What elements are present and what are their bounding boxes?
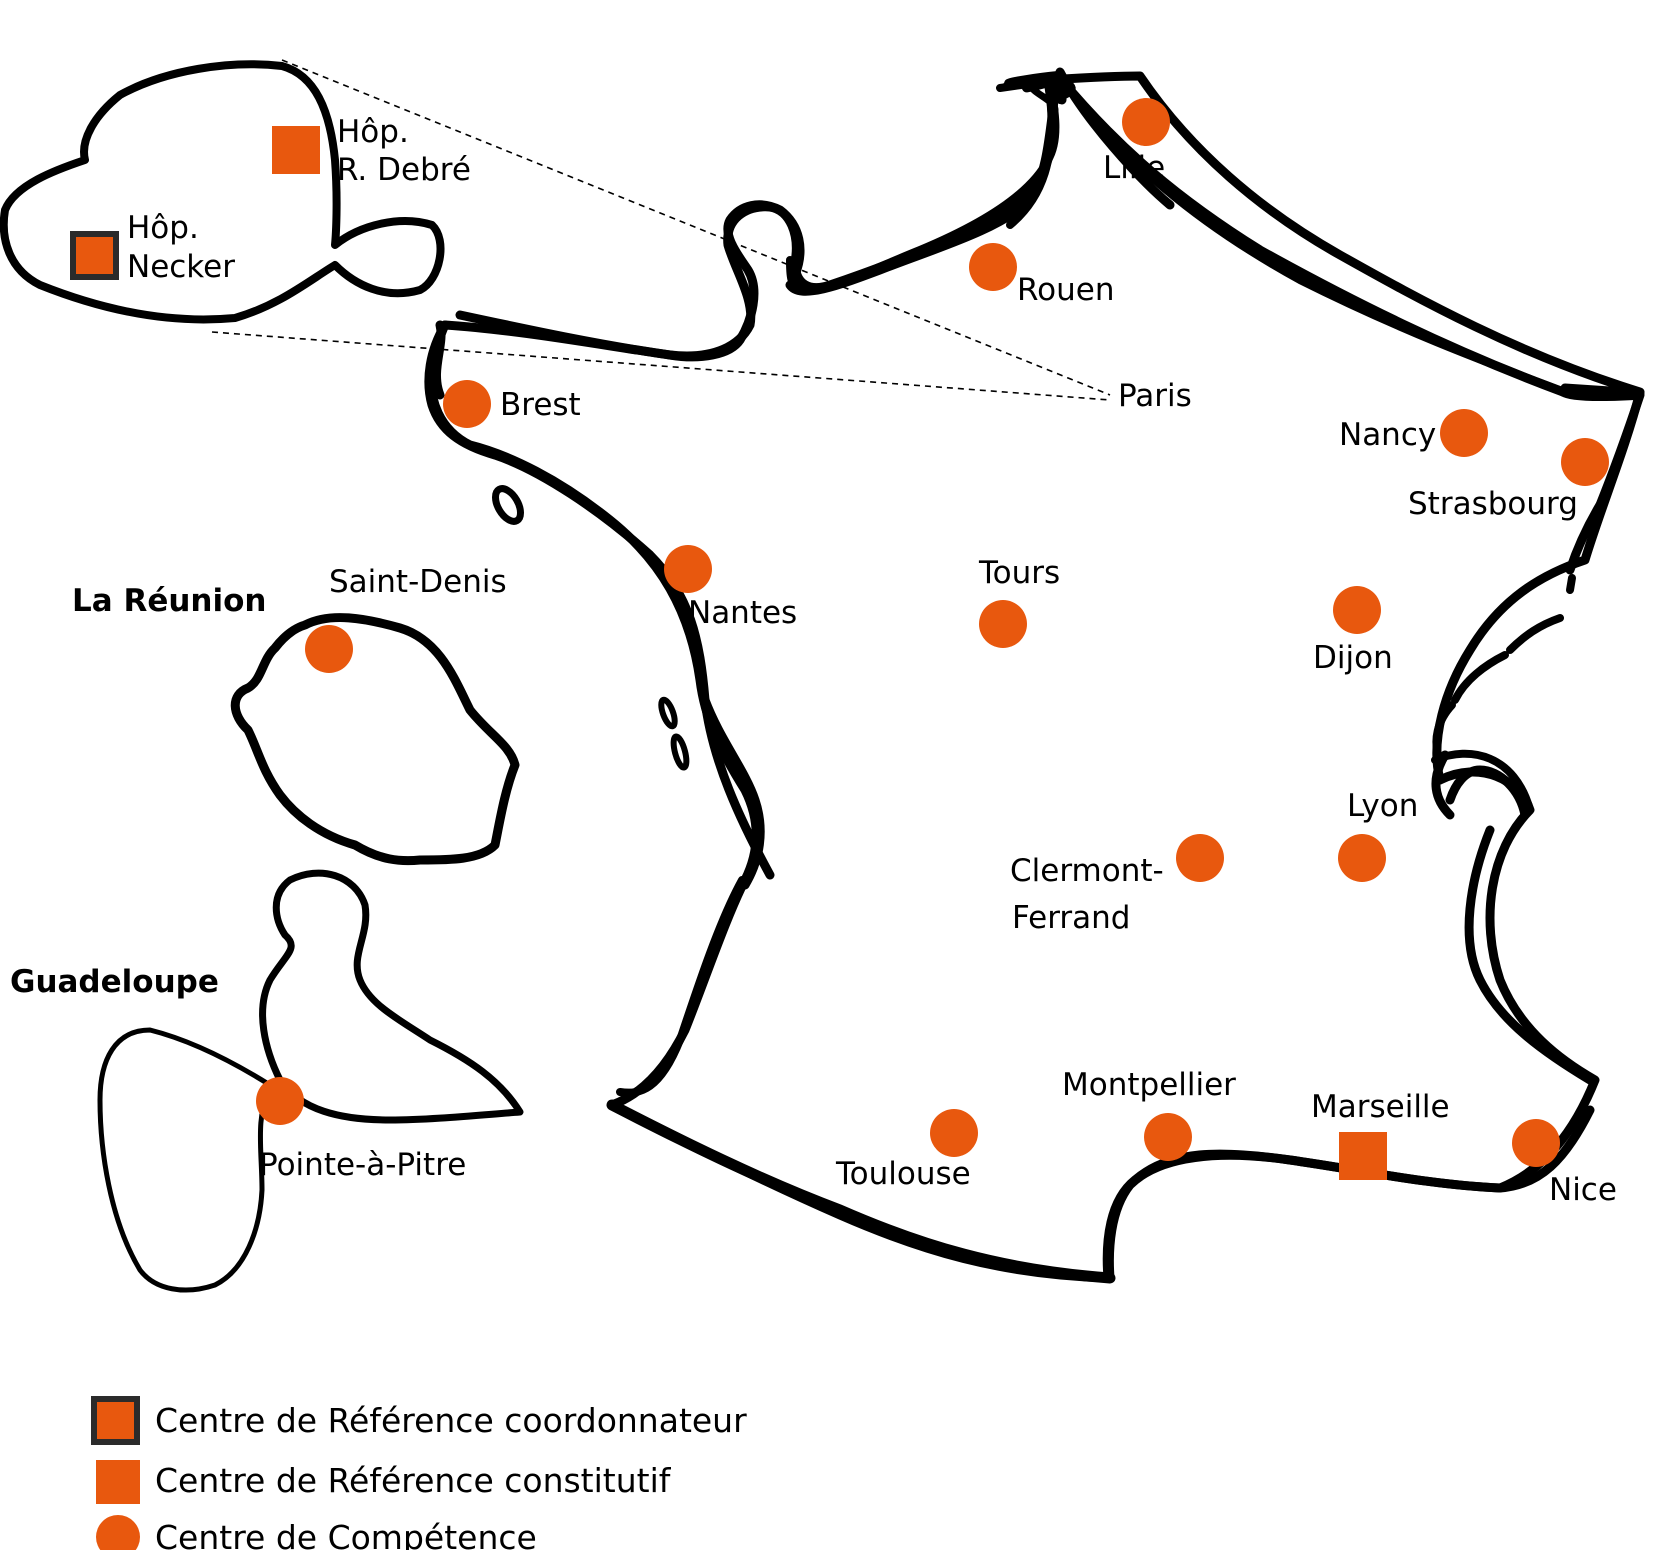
- competence-centers: [256, 98, 1609, 1167]
- marker-hop-necker[interactable]: [70, 231, 119, 280]
- guadeloupe-island-outline: [97, 869, 524, 1293]
- zoom-line-bottom: [211, 331, 1111, 401]
- label-nantes: Nantes: [688, 595, 797, 631]
- legend: Centre de Référence coordonnateur Centre…: [91, 1396, 747, 1550]
- marker-hop-r-debre[interactable]: [272, 126, 320, 174]
- label-necker-line2: Necker: [127, 249, 235, 285]
- marker-lille[interactable]: [1122, 98, 1170, 146]
- label-montpellier: Montpellier: [1062, 1067, 1236, 1103]
- legend-constituent-label: Centre de Référence constitutif: [155, 1461, 672, 1500]
- reference-centers: [70, 126, 1387, 1180]
- paris-inset-labels: Hôp. R. Debré Hôp. Necker: [127, 114, 471, 285]
- marker-strasbourg[interactable]: [1561, 438, 1609, 486]
- reunion-island-outline: [230, 613, 520, 866]
- marker-clermont-ferrand[interactable]: [1176, 834, 1224, 882]
- marker-lyon[interactable]: [1338, 834, 1386, 882]
- legend-coordinator-label: Centre de Référence coordonnateur: [155, 1401, 747, 1440]
- legend-competence-label: Centre de Compétence: [155, 1518, 537, 1550]
- label-paris: Paris: [1118, 378, 1192, 414]
- label-lyon: Lyon: [1347, 788, 1418, 824]
- label-guadeloupe: Guadeloupe: [10, 964, 219, 1000]
- label-strasbourg: Strasbourg: [1408, 486, 1578, 522]
- marker-brest[interactable]: [443, 380, 491, 428]
- label-debre-line2: R. Debré: [337, 152, 471, 188]
- label-saint-denis: Saint-Denis: [329, 564, 507, 600]
- label-nice: Nice: [1549, 1172, 1617, 1208]
- label-tours: Tours: [978, 555, 1060, 591]
- label-clermont-line2: Ferrand: [1012, 900, 1130, 936]
- marker-nice[interactable]: [1512, 1119, 1560, 1167]
- marker-montpellier[interactable]: [1144, 1113, 1192, 1161]
- france-coastline: [426, 71, 1645, 1283]
- label-debre-line1: Hôp.: [337, 114, 409, 150]
- label-la-reunion: La Réunion: [72, 583, 267, 619]
- city-labels: Lille Rouen Paris Brest Nancy Strasbourg…: [259, 150, 1617, 1208]
- label-nancy: Nancy: [1339, 417, 1436, 453]
- marker-rouen[interactable]: [969, 243, 1017, 291]
- label-dijon: Dijon: [1313, 640, 1393, 676]
- label-marseille: Marseille: [1311, 1089, 1450, 1125]
- marker-pointe-a-pitre[interactable]: [256, 1077, 304, 1125]
- legend-constituent-symbol: [96, 1460, 140, 1504]
- label-brest: Brest: [500, 387, 581, 423]
- marker-marseille[interactable]: [1339, 1132, 1387, 1180]
- label-rouen: Rouen: [1017, 272, 1114, 308]
- marker-nancy[interactable]: [1440, 409, 1488, 457]
- label-toulouse: Toulouse: [835, 1156, 971, 1192]
- paris-inset: [0, 59, 1111, 401]
- label-clermont-line1: Clermont-: [1010, 853, 1164, 889]
- marker-dijon[interactable]: [1333, 586, 1381, 634]
- legend-coordinator-symbol: [91, 1396, 140, 1445]
- marker-saint-denis[interactable]: [305, 625, 353, 673]
- zoom-line-top: [281, 59, 1111, 396]
- label-lille: Lille: [1103, 150, 1165, 186]
- legend-competence-symbol: [96, 1515, 140, 1550]
- label-pointe-a-pitre: Pointe-à-Pitre: [259, 1147, 466, 1183]
- marker-nantes[interactable]: [664, 545, 712, 593]
- marker-toulouse[interactable]: [930, 1109, 978, 1157]
- marker-tours[interactable]: [979, 600, 1027, 648]
- label-necker-line1: Hôp.: [127, 210, 199, 246]
